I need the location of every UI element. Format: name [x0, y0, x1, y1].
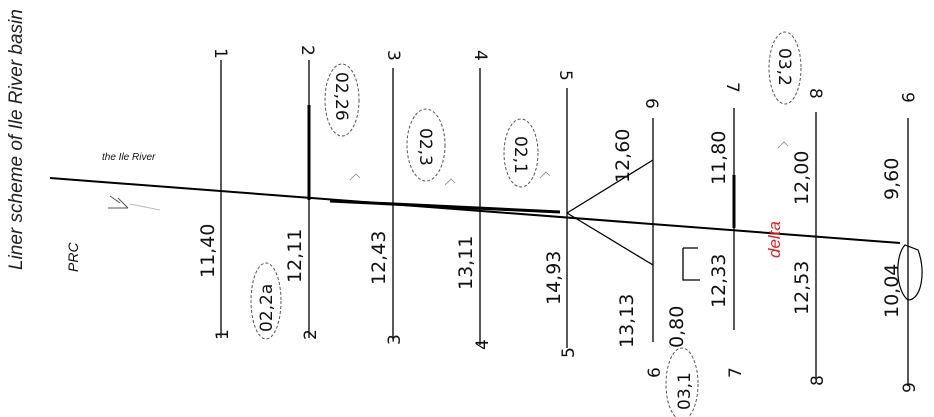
- station-ellipse: [665, 347, 699, 417]
- section-bottom-label: 4: [473, 339, 493, 350]
- branch-fork: [566, 159, 654, 266]
- station-ellipse: [250, 262, 282, 340]
- section-top-label: 1: [210, 48, 230, 59]
- section-top-label: 8: [805, 88, 825, 99]
- water-level-upper: 11,80: [708, 131, 730, 185]
- section-bottom-label: 9: [900, 382, 920, 393]
- section-top-label: 3: [383, 50, 403, 61]
- section-top-label: 6: [641, 98, 661, 109]
- section-1: 1 1 11,40 02,2a: [197, 48, 282, 340]
- water-level-lower: 12,53: [791, 261, 813, 315]
- section-2: 2 2 12,11 02,26: [284, 45, 360, 340]
- station-code: 03,1: [675, 372, 695, 410]
- station-ellipse: [768, 31, 802, 105]
- water-level-extra: 0,80: [666, 306, 688, 348]
- section-bottom-label: 6: [645, 367, 665, 378]
- origin-label: PRC: [65, 242, 81, 272]
- water-level-lower: 13,13: [616, 294, 638, 348]
- section-4: 4 4 13,11 02,1: [455, 50, 539, 350]
- delta-label: delta: [765, 221, 784, 258]
- section-top-label: 2: [297, 45, 317, 56]
- section-bottom-label: 8: [808, 375, 828, 386]
- water-level-upper: 12,00: [791, 151, 813, 205]
- water-level-lower: 12,43: [368, 231, 390, 285]
- section-top-label: 4: [470, 50, 490, 61]
- station-code: 02,1: [510, 136, 530, 174]
- station-ellipse: [503, 118, 539, 188]
- water-level-lower: 13,11: [455, 236, 477, 290]
- water-level-upper: 9,60: [881, 158, 903, 200]
- lake-outline: [897, 244, 923, 301]
- station-code: 02,2a: [257, 284, 277, 332]
- station-code: 02,26: [331, 72, 351, 121]
- channel-bracket: [682, 247, 700, 281]
- section-bottom-label: 5: [559, 347, 579, 358]
- water-level-lower: 10,04: [881, 264, 903, 318]
- section-bottom-label: 1: [213, 329, 233, 340]
- section-top-label: 5: [555, 70, 575, 81]
- station-ellipse: [406, 108, 446, 182]
- river-main-line: [49, 177, 901, 244]
- section-top-label: 9: [897, 92, 917, 103]
- section-top-label: 7: [722, 82, 742, 93]
- section-bottom-label: 2: [301, 329, 321, 340]
- water-level-upper: 12,60: [612, 129, 634, 183]
- section-6: 6 6 12,60 13,13 03,1: [612, 98, 699, 417]
- water-level-lower: 11,40: [197, 224, 219, 278]
- section-3: 3 3 12,43 02,3: [368, 50, 446, 345]
- section-bottom-label: 3: [385, 334, 405, 345]
- section-bottom-label: 7: [726, 367, 746, 378]
- water-level-lower: 12,33: [708, 254, 730, 308]
- water-level-lower: 14,93: [543, 251, 565, 305]
- section-7: 7 7 11,80 12,33 0,80 03,2: [666, 31, 802, 378]
- water-level-lower: 12,11: [284, 229, 306, 283]
- section-9: 9 9 9,60 10,04: [881, 92, 923, 393]
- station-ellipse: [324, 63, 360, 137]
- station-code: 03,2: [774, 48, 794, 86]
- inflow-arrow-icon: [108, 195, 161, 211]
- pointer-marks: [349, 141, 789, 186]
- section-5: 5 5 14,93: [543, 70, 579, 358]
- river-thick-segment: [329, 199, 561, 214]
- station-code: 02,3: [415, 128, 435, 166]
- scheme-title: Liner scheme of Ile River basin: [6, 9, 27, 270]
- section-8: 8 8 12,00 12,53: [791, 88, 828, 386]
- river-label: the Ile River: [102, 152, 156, 163]
